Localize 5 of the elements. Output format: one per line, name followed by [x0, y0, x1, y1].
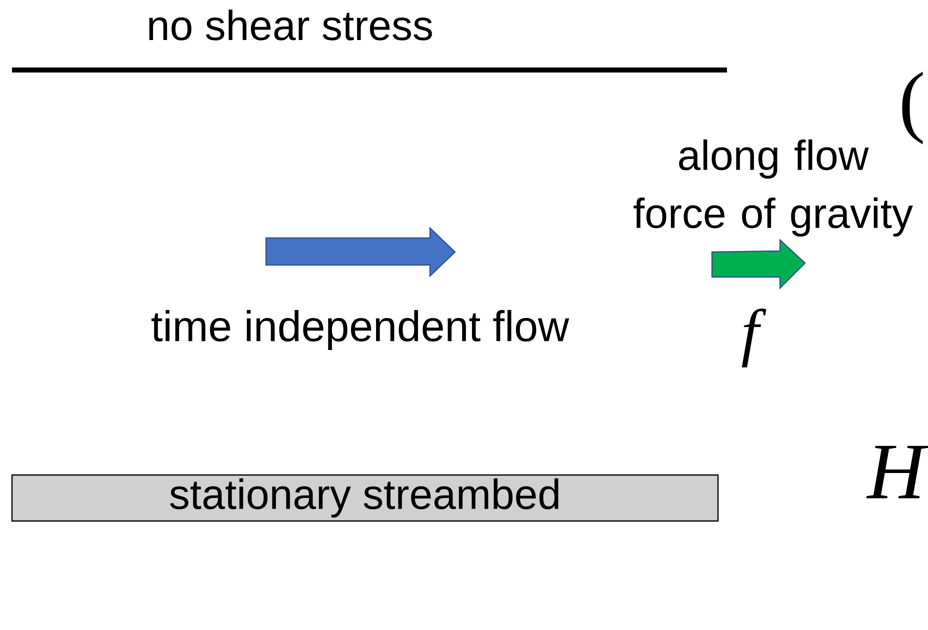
math-symbol: H — [866, 446, 928, 498]
math-symbol: f — [742, 308, 766, 368]
flow-label: time independent flow — [152, 310, 570, 350]
caption-text: no shear stress — [149, 10, 432, 40]
streambed-box: stationary streambed — [11, 474, 719, 522]
